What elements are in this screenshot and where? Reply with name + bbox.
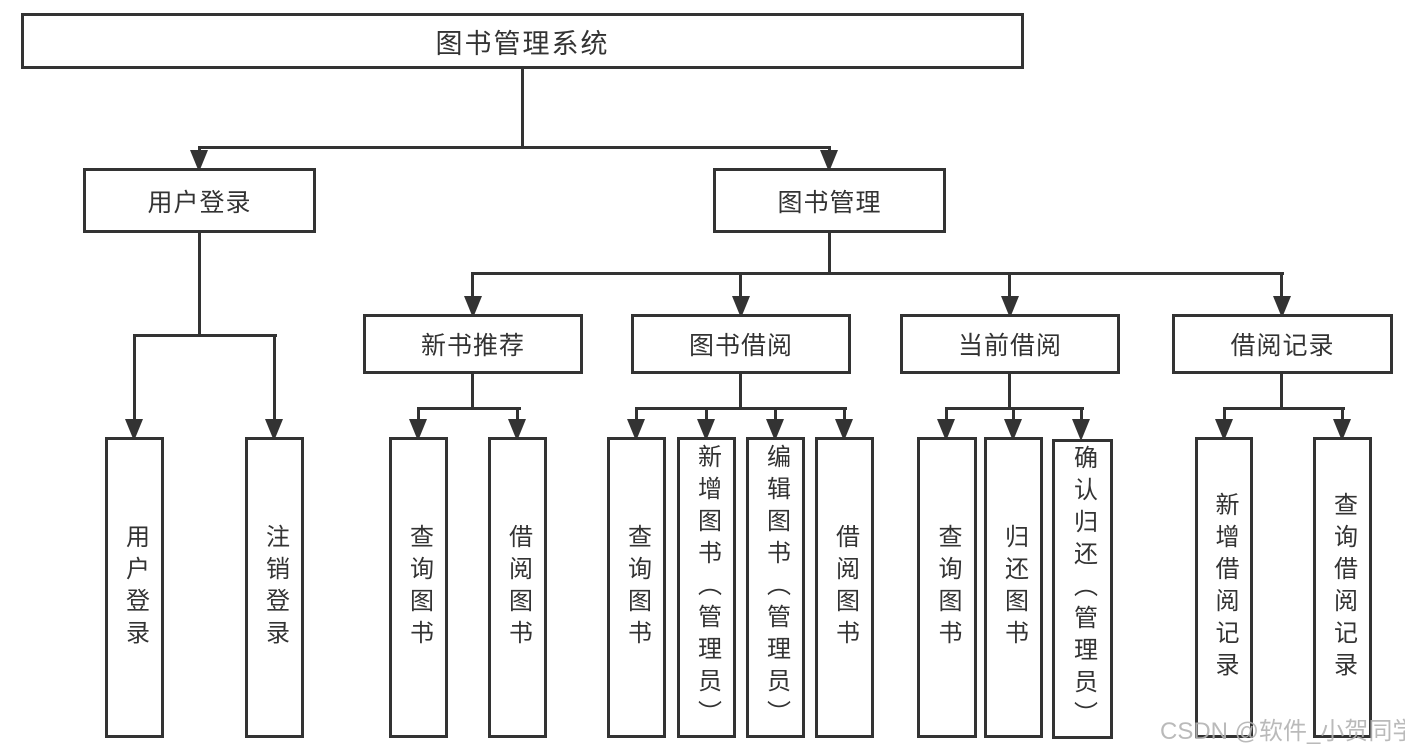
- leaf-label: 注销登录: [261, 523, 289, 652]
- connector-line: [705, 407, 708, 421]
- connector-line: [417, 407, 521, 410]
- node-records-query-record: 查询借阅记录: [1313, 437, 1372, 738]
- connector-line: [1280, 272, 1283, 298]
- connector-line: [516, 407, 519, 421]
- connector-line: [471, 374, 474, 410]
- connector-line: [133, 334, 136, 421]
- connector-line: [1012, 407, 1015, 421]
- leaf-label: 归还图书: [1000, 523, 1028, 652]
- leaf-label: 借阅图书: [504, 523, 532, 652]
- connector-line: [945, 407, 948, 421]
- down-arrowhead-icon: [265, 419, 283, 441]
- leaf-label: 借阅图书: [831, 523, 859, 652]
- node-logout: 注销登录: [245, 437, 304, 738]
- connector-line: [843, 407, 846, 421]
- node-current-confirm-return-admin: 确认归还（管理员）: [1052, 439, 1113, 739]
- down-arrowhead-icon: [766, 419, 784, 441]
- connector-line: [471, 272, 474, 298]
- connector-line: [739, 374, 742, 410]
- node-book-borrowing: 图书借阅: [631, 314, 851, 374]
- connector-line: [1008, 272, 1011, 298]
- connector-line: [635, 407, 847, 410]
- connector-line: [417, 407, 420, 421]
- leaf-label: 确认归还（管理员）: [1069, 445, 1097, 733]
- connector-line: [1080, 407, 1083, 421]
- down-arrowhead-icon: [1004, 419, 1022, 441]
- node-new-book-recommend: 新书推荐: [363, 314, 583, 374]
- node-borrowing-query-books: 查询图书: [607, 437, 666, 738]
- down-arrowhead-icon: [937, 419, 955, 441]
- connector-line: [828, 233, 831, 275]
- node-recommend-query-books: 查询图书: [389, 437, 448, 738]
- leaf-label: 查询图书: [934, 523, 961, 652]
- down-arrowhead-icon: [409, 419, 427, 441]
- down-arrowhead-icon: [1001, 296, 1019, 318]
- down-arrowhead-icon: [1273, 296, 1291, 318]
- connector-line: [133, 334, 277, 337]
- node-records-add-record: 新增借阅记录: [1195, 437, 1253, 738]
- csdn-watermark: CSDN @软件_小贺同学: [1160, 718, 1405, 745]
- down-arrowhead-icon: [697, 419, 715, 441]
- leaf-label: 查询图书: [405, 523, 433, 652]
- node-borrowing-borrow-books: 借阅图书: [815, 437, 874, 738]
- leaf-label: 编辑图书（管理员）: [762, 443, 790, 732]
- connector-line: [1341, 407, 1344, 421]
- connector-line: [198, 146, 831, 149]
- down-arrowhead-icon: [1215, 419, 1233, 441]
- leaf-label: 新增借阅记录: [1211, 491, 1238, 684]
- node-borrowing-records: 借阅记录: [1172, 314, 1393, 374]
- down-arrowhead-icon: [125, 419, 143, 441]
- down-arrowhead-icon: [732, 296, 750, 318]
- connector-line: [471, 272, 1284, 275]
- leaf-label: 查询图书: [623, 523, 651, 652]
- connector-line: [739, 272, 742, 298]
- down-arrowhead-icon: [190, 150, 208, 172]
- node-library-system: 图书管理系统: [21, 13, 1024, 69]
- leaf-label: 查询借阅记录: [1329, 491, 1357, 684]
- node-borrowing-edit-books-admin: 编辑图书（管理员）: [746, 437, 805, 738]
- node-borrowing-add-books-admin: 新增图书（管理员）: [677, 437, 736, 738]
- connector-line: [273, 334, 276, 421]
- connector-line: [1008, 374, 1011, 410]
- node-user-login: 用户登录: [83, 168, 316, 233]
- connector-line: [1223, 407, 1226, 421]
- connector-line: [198, 233, 201, 337]
- node-book-management: 图书管理: [713, 168, 946, 233]
- node-recommend-borrow-books: 借阅图书: [488, 437, 547, 738]
- down-arrowhead-icon: [464, 296, 482, 318]
- connector-line: [774, 407, 777, 421]
- connector-line: [635, 407, 638, 421]
- connector-line: [1280, 374, 1283, 410]
- down-arrowhead-icon: [820, 150, 838, 172]
- down-arrowhead-icon: [835, 419, 853, 441]
- leaf-label: 用户登录: [121, 523, 149, 652]
- node-current-return-books: 归还图书: [984, 437, 1043, 738]
- down-arrowhead-icon: [1072, 419, 1090, 441]
- connector-line: [521, 69, 524, 146]
- node-user-login-leaf: 用户登录: [105, 437, 164, 738]
- node-current-query-books: 查询图书: [917, 437, 977, 738]
- node-current-borrowing: 当前借阅: [900, 314, 1120, 374]
- connector-line: [1223, 407, 1345, 410]
- down-arrowhead-icon: [508, 419, 526, 441]
- down-arrowhead-icon: [627, 419, 645, 441]
- leaf-label: 新增图书（管理员）: [693, 443, 721, 732]
- down-arrowhead-icon: [1333, 419, 1351, 441]
